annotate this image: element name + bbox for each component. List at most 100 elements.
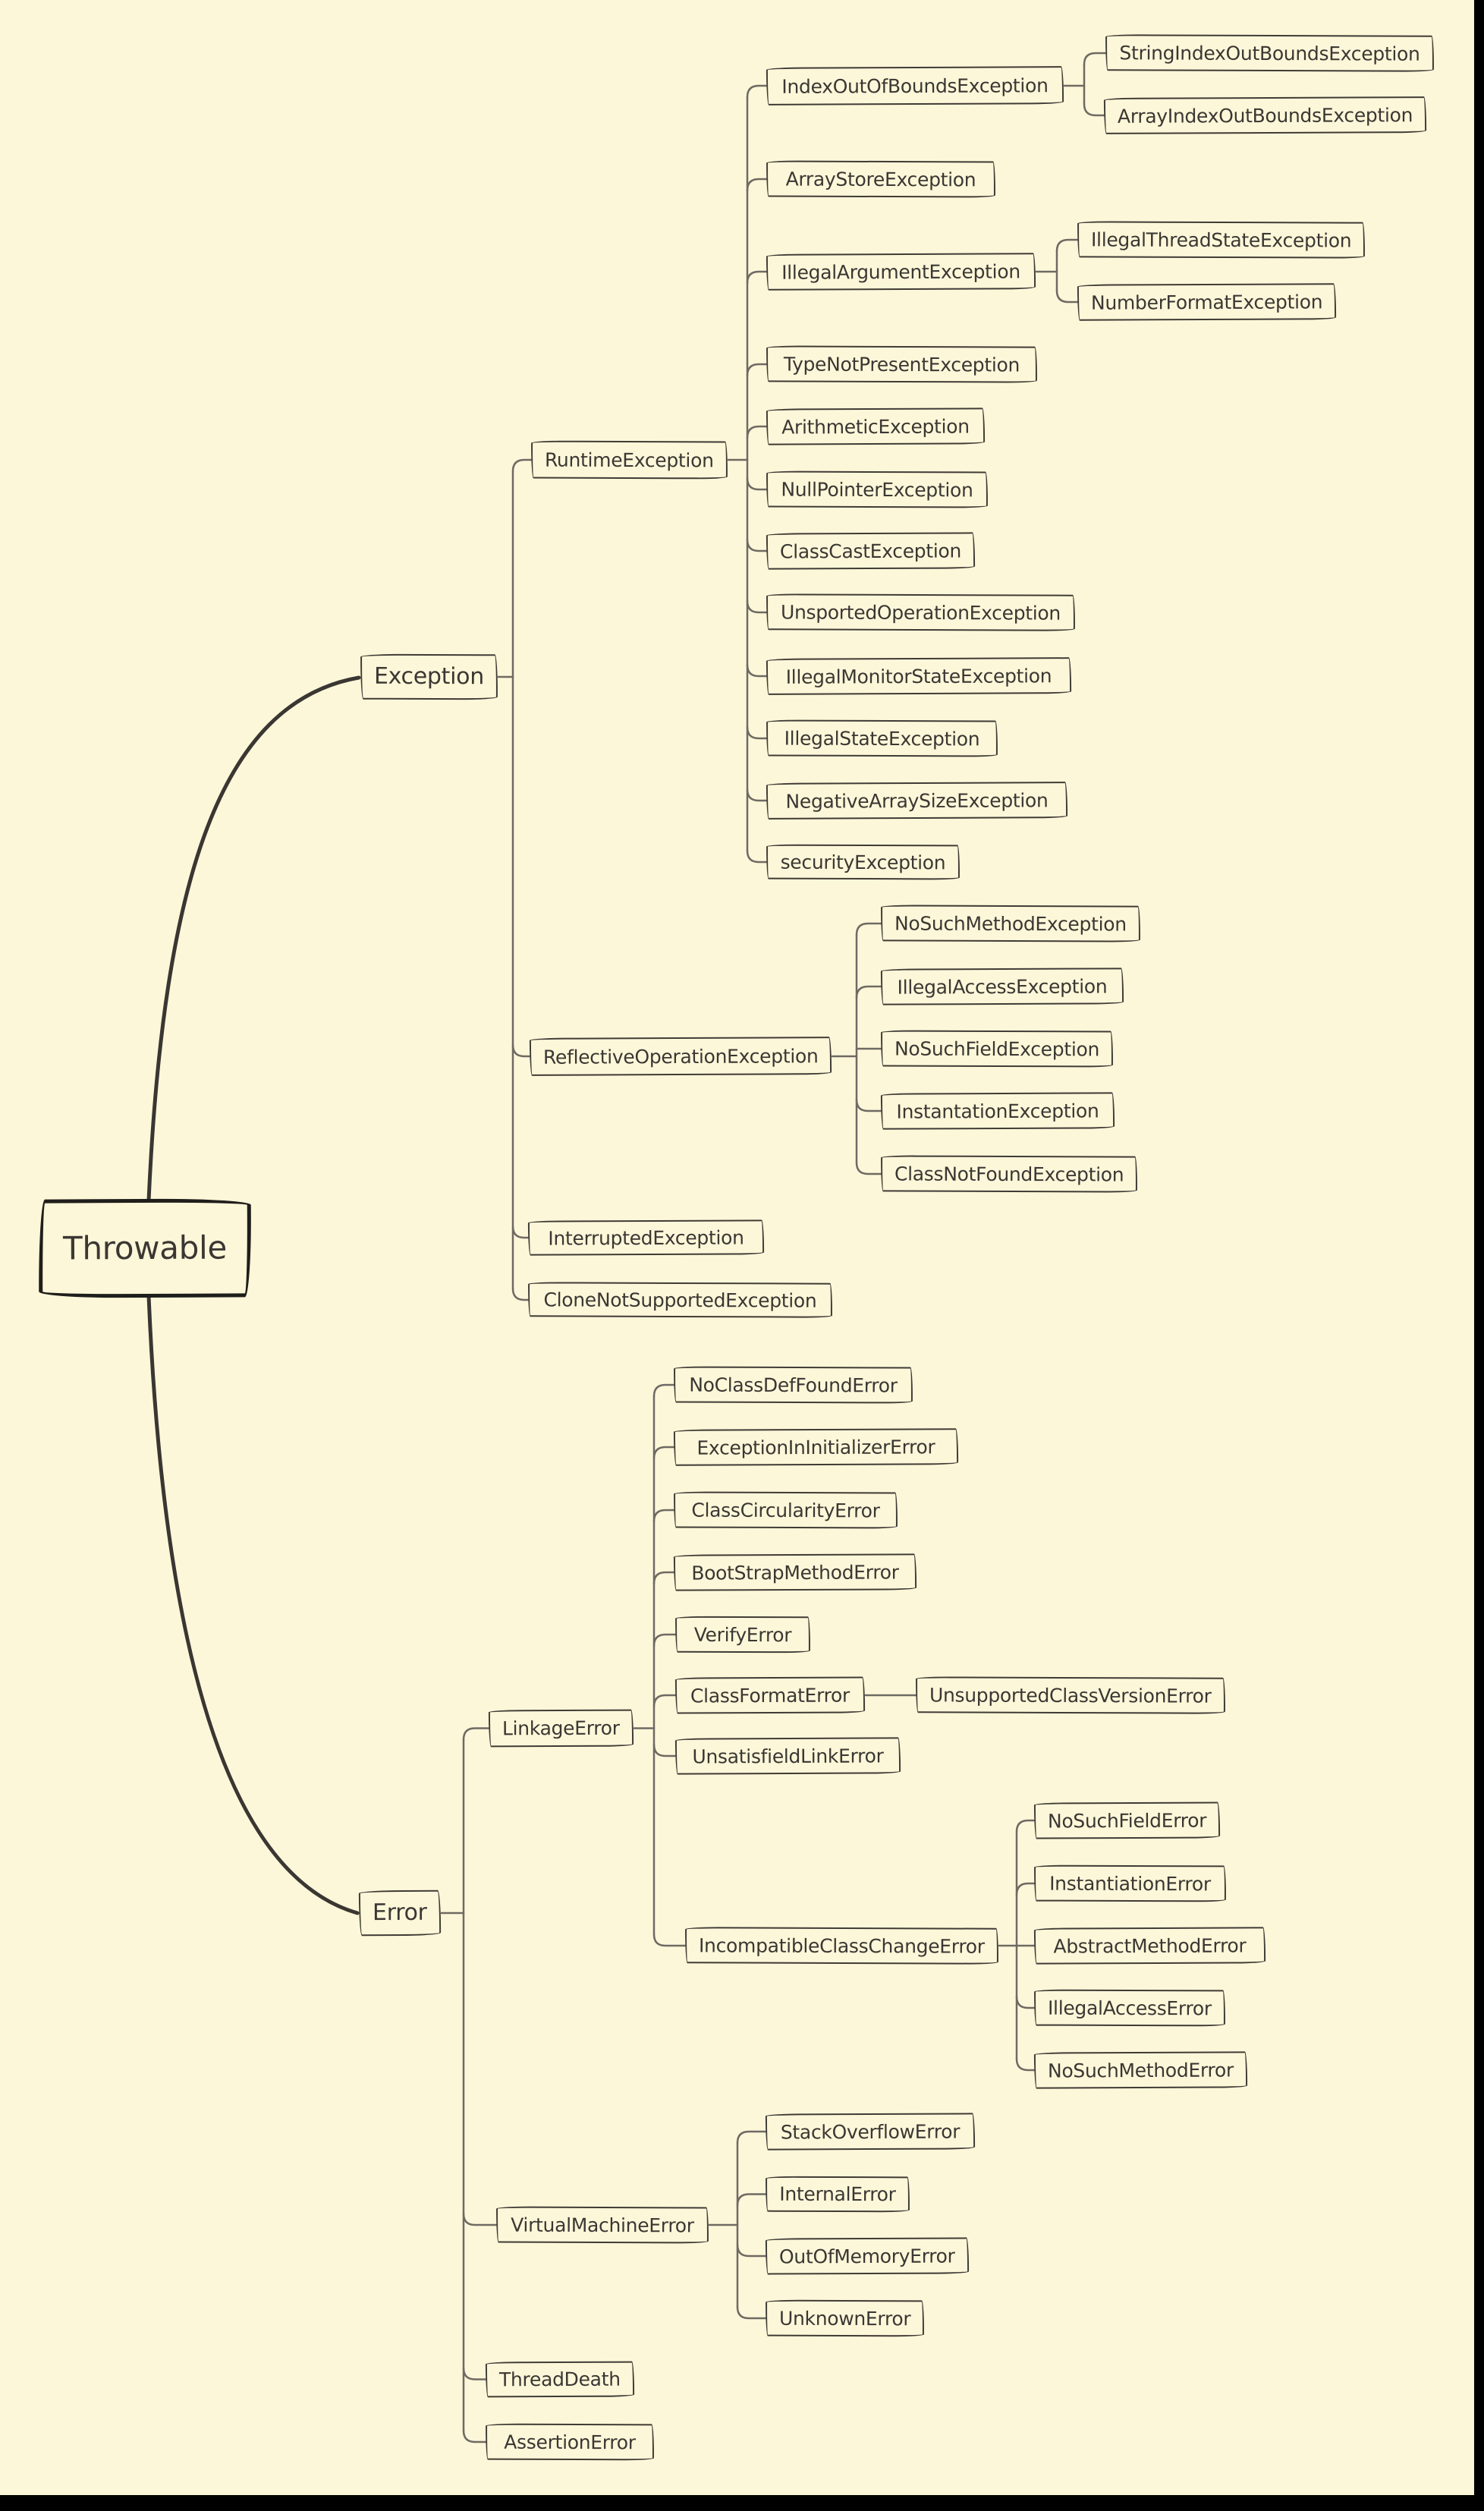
node-label: NoSuchMethodError [1047, 2058, 1234, 2082]
edge-runtime-negativearray [746, 788, 768, 802]
node-assertion: AssertionError [485, 2423, 655, 2461]
edge-throwable-exception [146, 675, 361, 1203]
edge-error-virtualmachine [462, 2212, 498, 2226]
node-nosuchfielderr: NoSuchFieldError [1033, 1801, 1221, 1839]
node-label: IncompatibleClassChangeError [698, 1934, 985, 1958]
node-label: UnsportedOperationException [780, 600, 1061, 625]
node-illegalthread: IllegalThreadStateException [1077, 221, 1366, 259]
node-label: securityException [780, 851, 946, 873]
node-label: IndexOutOfBoundsException [781, 74, 1049, 98]
node-label: TypeNotPresentException [783, 352, 1020, 376]
edge-virtualmachine-unknown [736, 2305, 767, 2320]
edge-exception-reflective [511, 1043, 531, 1058]
node-bootstrap: BootStrapMethodError [673, 1553, 917, 1591]
edge-runtime-arraystore [746, 178, 768, 192]
node-label: LinkageError [501, 1716, 620, 1740]
node-illegalmonitor: IllegalMonitorStateException [766, 657, 1072, 695]
edge-linkage-exininit [652, 1446, 675, 1460]
screen-edge-bottom-bar [0, 2495, 1484, 2511]
edge-linkage-unsatisfield [652, 1743, 677, 1757]
edge-runtime-classcast [746, 538, 768, 552]
edge-exception-runtime [511, 458, 533, 473]
node-nosuchfieldex: NoSuchFieldException [880, 1030, 1114, 1068]
edge-runtime-security [746, 849, 768, 864]
edge-linkage-noclassdef [652, 1383, 675, 1398]
node-illegalaccesserr: IllegalAccessError [1033, 1989, 1225, 2027]
node-label: RuntimeException [544, 448, 714, 471]
edge-runtime-nullpointer [746, 477, 768, 491]
node-label: VerifyError [693, 1623, 792, 1646]
edge-incompatible-nosuchfielderr [1015, 1819, 1036, 1833]
node-label: ClassCircularityError [691, 1499, 880, 1521]
edge-incompatible-nosuchmethoderr [1015, 2057, 1036, 2072]
edge-runtime-unsported [746, 599, 768, 614]
edge-exception-interrupted [511, 1225, 530, 1239]
node-arrayindex: ArrayIndexOutBoundsException [1103, 96, 1427, 134]
node-label: UnknownError [778, 2307, 911, 2330]
node-label: IllegalThreadStateException [1090, 228, 1352, 252]
node-label: ArrayStoreException [785, 168, 976, 190]
edge-runtime-illegalstate [746, 725, 768, 740]
node-label: AbstractMethodError [1053, 1934, 1247, 1958]
node-classcast: ClassCastException [766, 532, 976, 570]
node-label: VirtualMachineError [511, 2214, 694, 2236]
node-label: ArithmeticException [781, 414, 970, 439]
node-classnotfound: ClassNotFoundException [880, 1155, 1138, 1193]
node-label: NoClassDefFoundError [689, 1373, 898, 1396]
node-label: OutOfMemoryError [778, 2244, 955, 2268]
node-label: UnsupportedClassVersionError [929, 1683, 1212, 1707]
node-label: NegativeArraySizeException [785, 788, 1049, 813]
node-classformat: ClassFormatError [674, 1676, 866, 1714]
node-label: StackOverflowError [780, 2119, 961, 2144]
node-label: CloneNotSupportedException [543, 1288, 817, 1312]
node-error: Error [358, 1890, 441, 1937]
edge-runtime-typenotpresent [746, 363, 768, 377]
node-unsupportedclassversion: UnsupportedClassVersionError [915, 1676, 1225, 1714]
edge-runtime-ioobe [746, 84, 768, 99]
node-label: StringIndexOutBoundsException [1119, 41, 1420, 65]
edge-linkage-bootstrap [652, 1571, 675, 1585]
node-label: IllegalArgumentException [781, 260, 1020, 284]
node-label: ClassCastException [779, 539, 962, 563]
node-label: InternalError [779, 2182, 896, 2206]
node-label: IllegalMonitorStateException [785, 664, 1052, 688]
edge-virtualmachine-stackoverflow [736, 2130, 767, 2144]
node-stringindex: StringIndexOutBoundsException [1105, 34, 1435, 72]
edge-linkage-incompatible [652, 1933, 687, 1947]
node-nosuchmethodex: NoSuchMethodException [880, 905, 1140, 942]
node-linkage: LinkageError [488, 1709, 634, 1748]
node-unsatisfield: UnsatisfieldLinkError [674, 1737, 901, 1775]
node-runtime: RuntimeException [530, 440, 728, 480]
edge-reflective-illegalaccessex [855, 985, 882, 999]
edge-ioobe-arrayindex [1083, 102, 1105, 117]
node-outofmemory: OutOfMemoryError [765, 2237, 969, 2275]
edge-reflective-nosuchmethodex [855, 922, 882, 936]
node-illegalaccessex: IllegalAccessException [880, 968, 1124, 1005]
node-label: Exception [373, 662, 485, 691]
node-abstractmethod: AbstractMethodError [1033, 1927, 1266, 1965]
node-label: ReflectiveOperationException [542, 1044, 819, 1068]
node-internal: InternalError [765, 2176, 910, 2213]
node-label: InstantiationError [1049, 1872, 1211, 1895]
node-interrupted: InterruptedException [527, 1219, 765, 1256]
node-label: ClassFormatError [690, 1684, 850, 1707]
node-noclassdef: NoClassDefFoundError [673, 1366, 913, 1404]
node-label: InterruptedException [548, 1226, 744, 1250]
node-label: UnsatisfieldLinkError [692, 1744, 884, 1768]
edge-runtime-illegalarg [746, 270, 768, 285]
edge-virtualmachine-internal [736, 2193, 767, 2207]
node-illegalstate: IllegalStateException [766, 719, 998, 757]
node-stackoverflow: StackOverflowError [765, 2113, 976, 2151]
node-label: NumberFormatException [1090, 290, 1323, 314]
node-label: NoSuchFieldException [894, 1037, 1100, 1060]
node-label: InstantationException [896, 1099, 1099, 1123]
edge-ioobe-stringindex [1083, 52, 1107, 66]
edge-linkage-verify [652, 1633, 677, 1647]
node-instantiationerr: InstantiationError [1033, 1864, 1227, 1902]
node-classcirc: ClassCircularityError [673, 1491, 898, 1529]
node-security: securityException [766, 844, 961, 880]
edge-linkage-classformat [652, 1694, 677, 1708]
node-numberformat: NumberFormatException [1077, 283, 1337, 321]
node-label: IllegalStateException [784, 727, 980, 750]
